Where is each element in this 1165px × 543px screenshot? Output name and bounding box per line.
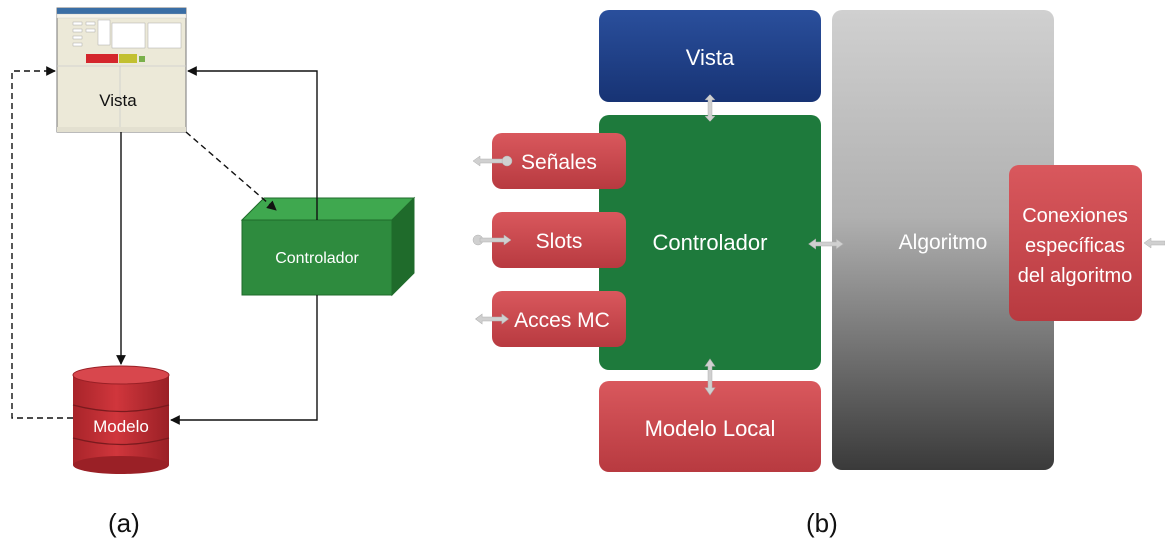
signals-block: Señales <box>492 133 626 189</box>
view-window-icon <box>139 56 145 62</box>
panel-a: Vista Controlador Modelo <box>11 7 416 474</box>
slots-block: Slots <box>492 212 626 268</box>
model-database: Modelo <box>72 365 170 474</box>
algorithm-block: Algoritmo <box>832 10 1054 470</box>
view-window-controls <box>72 19 182 49</box>
view-window: Vista <box>56 7 187 133</box>
caption-a: (a) <box>108 508 140 538</box>
controller-block-b: Controlador <box>599 115 821 370</box>
access-label: Acces MC <box>514 309 610 332</box>
slots-connector <box>472 234 512 246</box>
algorithm-label: Algoritmo <box>899 231 988 254</box>
connectors-b <box>472 94 1165 396</box>
controller-algorithm-arrow <box>808 238 844 250</box>
connections-label-line-1: Conexiones <box>1022 205 1128 227</box>
view-block-b: Vista <box>599 10 821 102</box>
view-label-b: Vista <box>686 45 735 70</box>
view-window-logo <box>86 54 118 63</box>
controller-label-a: Controlador <box>275 250 359 267</box>
controller-label-b: Controlador <box>653 230 768 255</box>
signals-label: Señales <box>521 151 597 174</box>
local-model-block: Modelo Local <box>599 381 821 472</box>
view-controller-arrow <box>704 94 716 122</box>
access-block: Acces MC <box>492 291 626 347</box>
controller-box: Controlador <box>240 196 416 297</box>
connections-label-line-3: del algoritmo <box>1018 265 1133 287</box>
view-label-a: Vista <box>99 91 137 110</box>
panel-b: Algoritmo Vista Controlador Modelo Local… <box>472 10 1165 472</box>
connections-block: Conexiones específicas del algoritmo <box>1009 165 1142 321</box>
signals-connector <box>472 155 513 167</box>
local-model-label: Modelo Local <box>645 416 776 441</box>
connections-connector <box>1143 237 1165 249</box>
view-window-logo-2 <box>119 54 137 63</box>
controller-model-arrow <box>704 358 716 396</box>
arrows-a <box>11 66 318 425</box>
connections-label-line-2: específicas <box>1025 235 1125 257</box>
model-label-a: Modelo <box>93 417 149 436</box>
slots-label: Slots <box>536 230 583 253</box>
caption-b: (b) <box>806 508 838 538</box>
